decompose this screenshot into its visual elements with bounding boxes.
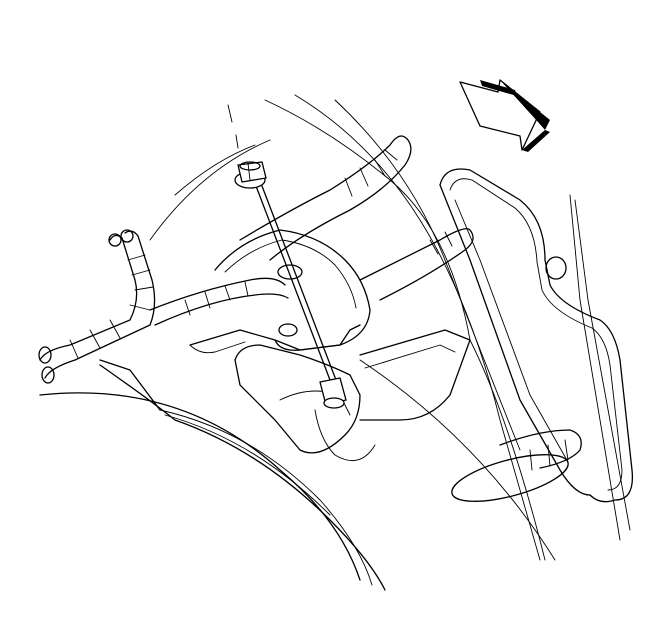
harness-left-to-center-2 [154,293,289,326]
harness-left-band-2 [131,269,151,276]
harness-center-band-4 [244,281,249,297]
nut-edge [247,162,251,181]
bracket-right-plate-inner [364,344,456,369]
sill-inner-edge [99,364,386,591]
harness-grommet [451,454,569,502]
sill-inner-edge-2 [159,409,373,586]
harness-left-band-7 [69,339,79,359]
harness-end-cap-4 [41,366,55,384]
arrow-shade-top [480,80,517,96]
stud-centerline-top [227,104,233,123]
bracket-lower-flange [189,324,361,351]
harness-center-band-1 [184,299,191,316]
door-panel-lower-inner [454,199,569,463]
bracket-hole-lower [278,323,298,337]
door-panel [439,168,634,541]
stud-icon [227,104,347,409]
stud-centerline-mid [235,134,239,149]
harness-end-cap-2 [120,229,134,243]
direction-arrow-icon [459,79,550,152]
bracket-inner [224,239,357,309]
harness-left-band-5 [109,319,121,339]
harness-upper-loop [239,135,412,261]
contour-line-5 [174,144,256,196]
harness-left-band-3 [134,286,154,291]
lower-body-sill [39,359,386,591]
stud-shaft-right [261,185,337,381]
bracket-lower-box [234,344,361,454]
harness-left-band-4 [129,304,151,311]
harness-band-4 [384,149,398,161]
bracket-outer [214,229,371,351]
sill-bracket-edge [99,359,161,411]
contour-line-4 [149,139,271,241]
harness-center-band-2 [204,291,211,309]
nut-top [239,161,261,171]
harness-lower-branch [499,429,582,469]
door-edge-line-2 [574,199,631,531]
contour-line-1 [264,99,546,561]
sill-outer-edge [39,392,361,581]
nut-hex-body [237,161,267,183]
harness-lower-band-3 [564,439,569,461]
stud-shaft-left [255,185,331,381]
door-panel-hole [545,256,567,280]
door-panel-outer [439,168,634,503]
harness-right-band-2 [444,231,453,247]
harness-left-band-6 [89,329,101,349]
harness-end-cap-1 [108,233,122,247]
bracket-hole-upper [277,264,303,280]
door-panel-inner [449,178,623,491]
harness-center-band-3 [224,285,231,301]
arrow-shade-head [500,80,550,130]
contour-line-2 [294,94,541,561]
stud-base-washer [323,397,345,409]
bracket-lower-lip [189,341,246,354]
contour-line-6 [359,359,556,561]
harness-right-band-1 [429,239,439,255]
harness-lower-band-2 [547,444,551,467]
flange-nut-icon [234,161,267,189]
sill-inner-edge-3 [164,414,331,516]
harness-left-to-center [149,277,286,311]
mounting-bracket-icon [189,229,471,462]
harness-end-cap-3 [38,346,52,364]
wiring-harness-icon [38,135,582,502]
harness-band-1 [344,177,353,197]
bracket-lower-curve [314,409,376,462]
door-edge-line-1 [569,194,621,541]
door-panel-lower [439,184,591,496]
body-contour-lines [149,94,556,561]
harness-left-main-2 [44,230,156,379]
harness-right-branch [359,228,474,301]
harness-lower-band-1 [529,449,533,471]
arrow-shade-bottom [522,130,550,152]
contour-line-3 [334,99,521,451]
harness-left-main [39,234,138,361]
bracket-right-plate [359,329,471,421]
harness-left-band-1 [127,254,146,261]
harness-band-2 [359,167,369,187]
harness-band-3 [374,159,386,177]
